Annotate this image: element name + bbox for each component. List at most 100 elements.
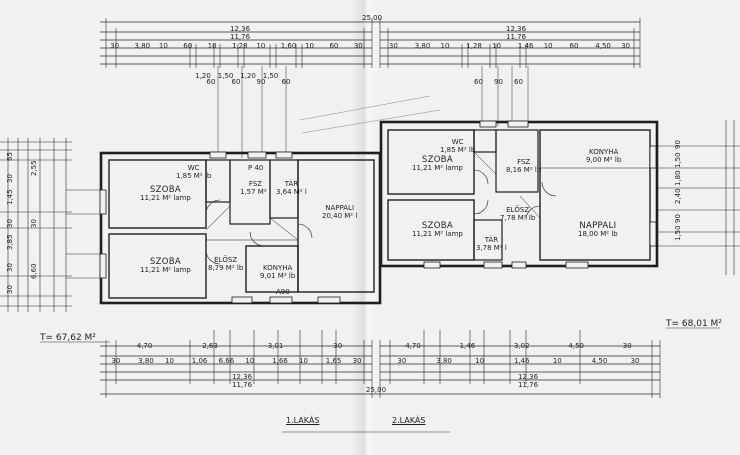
dim-value: 4,50: [568, 342, 584, 350]
dim-value: 1,80: [674, 170, 682, 186]
dim-value: 10: [440, 42, 450, 50]
dim-value: 1,50: [674, 225, 682, 241]
dim-left-sub-bottom: 11,76: [232, 381, 253, 389]
dim-value: 90: [674, 213, 682, 223]
dim-right-sub-top: 11,76: [506, 33, 527, 41]
dim-value: 3,80: [436, 357, 452, 365]
dim-value: 90: [674, 140, 682, 150]
dim-value: 3,85: [6, 234, 14, 250]
dim-window-value: 60: [281, 78, 291, 86]
dim-value: 4,70: [405, 342, 421, 350]
dim-value: 30: [6, 218, 14, 228]
dim-right-total-top: 12,36: [506, 25, 527, 33]
dim-left-total-bottom: 12,36: [232, 373, 253, 381]
dim-value: 30: [630, 357, 640, 365]
dim-left-total-top: 12,36: [230, 25, 251, 33]
dim-value: 60: [569, 42, 579, 50]
dim-window-value: 90: [494, 78, 503, 86]
dim-value: 6,66: [218, 357, 235, 365]
dim-overall-top: 25,00: [362, 14, 383, 22]
dim-window-value: 60: [474, 78, 483, 86]
dim-value: 10: [245, 357, 255, 365]
dim-value: 1,65: [325, 357, 342, 365]
dim-value: 1,45: [6, 189, 14, 206]
dim-window-value: 60: [206, 78, 216, 86]
a1-p40-mark: P 40: [248, 164, 264, 172]
a1-caption: 1.LAKÁS: [286, 416, 320, 425]
dim-value: 65: [6, 152, 14, 162]
dim-value: 1,46: [514, 357, 530, 365]
dim-value: 30: [621, 42, 631, 50]
dim-value: 10: [305, 42, 314, 50]
dim-value: 2,55: [30, 160, 38, 176]
dim-value: 1,50: [674, 151, 682, 168]
dim-value: 30: [6, 174, 14, 184]
dim-value: 30: [352, 357, 362, 365]
dim-value: 3,80: [138, 357, 154, 365]
dim-value: 30: [333, 342, 343, 350]
dim-value: 30: [110, 42, 120, 50]
dim-value: 1,66: [272, 357, 288, 365]
dim-value: 4,50: [595, 42, 611, 50]
dim-value: 1,46: [517, 42, 534, 50]
dim-value: 60: [183, 42, 193, 50]
dim-right-total-bottom: 12,36: [518, 373, 539, 381]
dim-window-value: 60: [231, 78, 241, 86]
dim-value: 3,80: [134, 42, 151, 50]
dim-value: 1,20: [240, 72, 256, 80]
dim-value: 6,60: [30, 263, 38, 280]
dim-value: 10: [552, 357, 562, 365]
dim-value: 1,28: [232, 42, 248, 50]
dim-value: 1,20: [195, 72, 211, 80]
dim-value: 2,40: [674, 188, 682, 205]
dim-value: 2,63: [202, 342, 218, 350]
dim-value: 10: [475, 357, 485, 365]
dim-value: 30: [30, 218, 38, 228]
dim-value: 1,06: [191, 357, 208, 365]
a2-total-area: T= 68,01 M²: [666, 319, 722, 329]
dim-value: 30: [622, 342, 632, 350]
dim-value: 3,02: [514, 342, 530, 350]
dim-value: 1,50: [262, 72, 279, 80]
a1-total-area: T= 67,62 M²: [40, 333, 96, 343]
dim-value: 10: [158, 42, 168, 50]
dim-value: 1,28: [466, 42, 482, 50]
dim-value: 10: [165, 357, 174, 365]
dim-value: 3,01: [267, 342, 284, 350]
dim-value: 1,50: [217, 72, 234, 80]
dim-value: 1,46: [459, 342, 476, 350]
dim-left-sub-top: 11,76: [230, 33, 251, 41]
dim-window-value: 60: [514, 78, 523, 86]
dim-value: 10: [256, 42, 266, 50]
a1-door-mark: A90: [276, 288, 290, 296]
dim-value: 30: [397, 357, 407, 365]
dim-value: 4,70: [136, 342, 153, 350]
dim-right-sub-bottom: 11,76: [518, 381, 539, 389]
dim-overall-bottom: 25,00: [366, 386, 387, 394]
dim-value: 10: [543, 42, 553, 50]
dim-value: 30: [6, 262, 14, 272]
dim-value: 3,80: [414, 42, 431, 50]
dim-value: 60: [329, 42, 339, 50]
dim-value: 10: [492, 42, 502, 50]
dim-value: 10: [207, 42, 217, 50]
a2-caption: 2.LAKÁS: [392, 416, 426, 425]
dim-value: 30: [111, 357, 121, 365]
dim-value: 30: [6, 285, 14, 294]
